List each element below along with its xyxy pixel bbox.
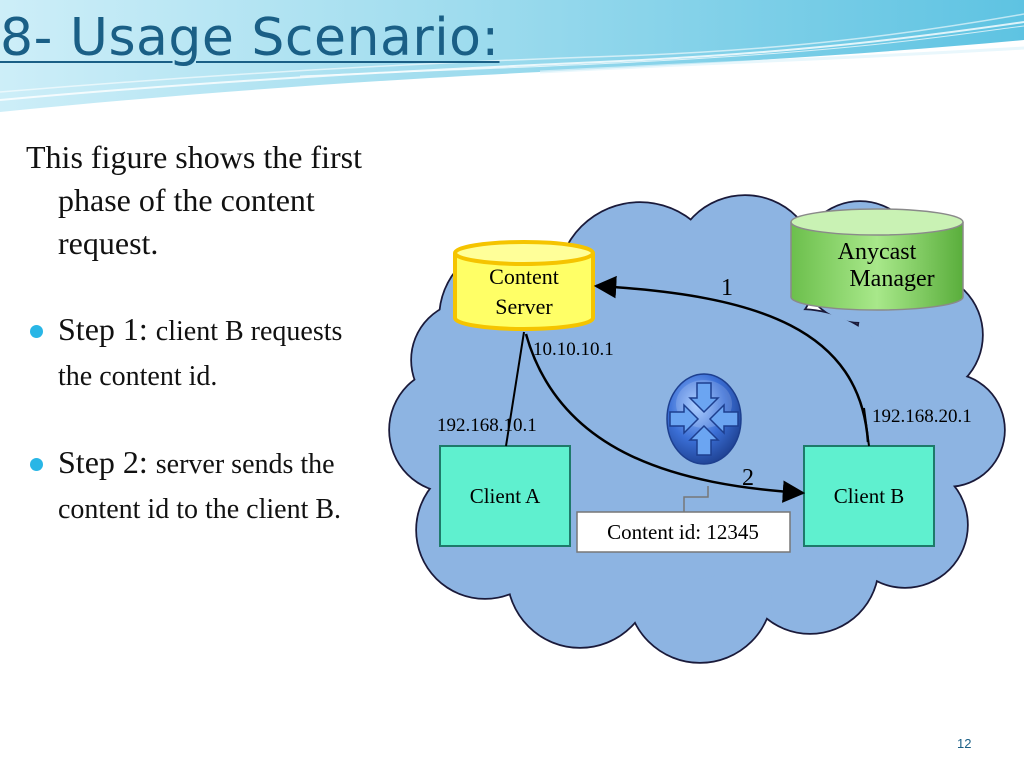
bullet-dot-icon bbox=[30, 325, 43, 338]
content-server-label-line2: Server bbox=[495, 294, 553, 319]
intro-paragraph: This figure shows the first phase of the… bbox=[26, 139, 362, 261]
page-number: 12 bbox=[957, 736, 972, 751]
step-2-bullet: Step 2: server sends the content id to t… bbox=[26, 441, 376, 531]
content-id-text: Content id: 12345 bbox=[607, 520, 759, 544]
client-a-address: 192.168.10.1 bbox=[437, 415, 537, 436]
content-server-label-line1: Content bbox=[489, 264, 559, 289]
anycast-manager-label-line1: Anycast bbox=[838, 239, 917, 265]
step-2-label: Step 2: bbox=[58, 444, 148, 480]
content-id-callout: Content id: 12345 bbox=[576, 486, 791, 553]
client-b-node: Client B bbox=[803, 445, 935, 547]
step-1-label: Step 1: bbox=[58, 311, 148, 347]
anycast-manager-node: Anycast Manager bbox=[790, 208, 964, 311]
body-text: This figure shows the first phase of the… bbox=[26, 136, 376, 574]
server-address: 10.10.10.1 bbox=[533, 339, 614, 360]
router-icon bbox=[666, 373, 742, 465]
client-b-label: Client B bbox=[834, 484, 905, 508]
header-banner bbox=[0, 0, 1024, 112]
step-1-bullet: Step 1: client B requests the content id… bbox=[26, 308, 376, 398]
content-server-node: Content Server bbox=[453, 240, 595, 331]
client-b-address: 192.168.20.1 bbox=[872, 406, 972, 427]
bullet-dot-icon bbox=[30, 458, 43, 471]
step-2-arrow bbox=[524, 333, 806, 503]
step-2-number: 2 bbox=[742, 465, 754, 491]
step-1-number: 1 bbox=[721, 275, 733, 301]
step-2-text: server sends the content id to the clien… bbox=[58, 449, 342, 525]
client-a-label: Client A bbox=[470, 484, 541, 508]
client-a-node: Client A bbox=[439, 445, 571, 547]
step-1-arrow bbox=[593, 275, 870, 443]
link-server-client-a bbox=[505, 331, 525, 447]
step-1-text: client B requests the content id. bbox=[58, 316, 343, 392]
slide-title: 8- Usage Scenario: bbox=[0, 8, 500, 68]
anycast-manager-label-line2: Manager bbox=[849, 266, 934, 292]
